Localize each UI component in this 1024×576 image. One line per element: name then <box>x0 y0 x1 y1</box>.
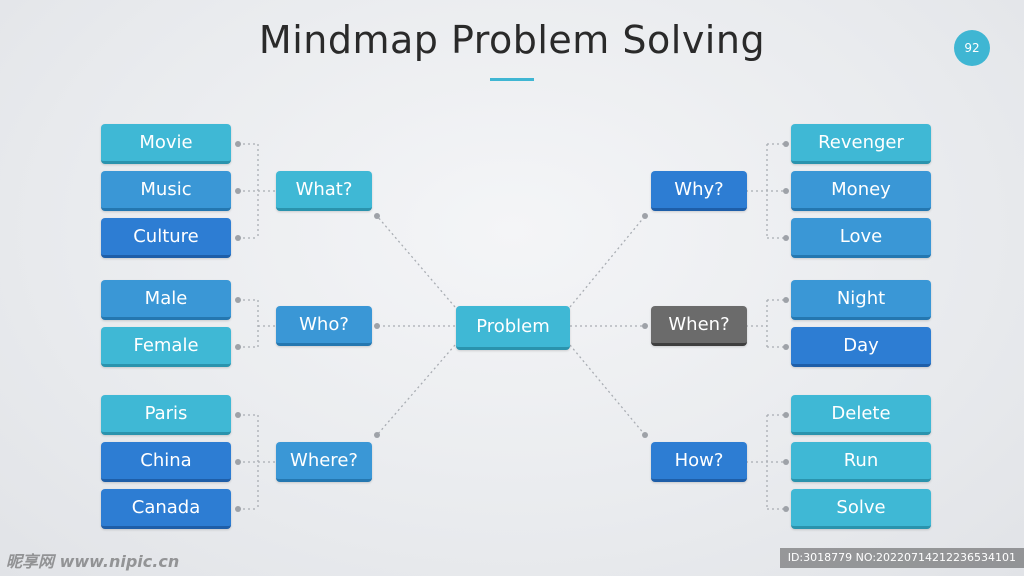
slide-title: Mindmap Problem Solving <box>258 18 766 62</box>
leaf-node-delete[interactable]: Delete <box>791 395 931 435</box>
title-underline <box>490 78 534 81</box>
page-number-badge: 92 <box>954 30 990 66</box>
leaf-node-music[interactable]: Music <box>101 171 231 211</box>
leaf-node-china[interactable]: China <box>101 442 231 482</box>
leaf-node-male[interactable]: Male <box>101 280 231 320</box>
leaf-node-culture[interactable]: Culture <box>101 218 231 258</box>
question-node-why[interactable]: Why? <box>651 171 747 211</box>
question-node-where[interactable]: Where? <box>276 442 372 482</box>
leaf-node-night[interactable]: Night <box>791 280 931 320</box>
leaf-node-day[interactable]: Day <box>791 327 931 367</box>
leaf-node-love[interactable]: Love <box>791 218 931 258</box>
center-node-problem[interactable]: Problem <box>456 306 570 350</box>
question-node-how[interactable]: How? <box>651 442 747 482</box>
leaf-node-paris[interactable]: Paris <box>101 395 231 435</box>
question-node-who[interactable]: Who? <box>276 306 372 346</box>
watermark-site: 昵享网 www.nipic.cn <box>6 552 180 571</box>
leaf-node-solve[interactable]: Solve <box>791 489 931 529</box>
leaf-node-female[interactable]: Female <box>101 327 231 367</box>
leaf-node-money[interactable]: Money <box>791 171 931 211</box>
leaf-node-revenger[interactable]: Revenger <box>791 124 931 164</box>
leaf-node-canada[interactable]: Canada <box>101 489 231 529</box>
question-node-when[interactable]: When? <box>651 306 747 346</box>
leaf-node-run[interactable]: Run <box>791 442 931 482</box>
leaf-node-movie[interactable]: Movie <box>101 124 231 164</box>
watermark-id: ID:3018779 NO:20220714212236534101 <box>779 548 1024 568</box>
question-node-what[interactable]: What? <box>276 171 372 211</box>
